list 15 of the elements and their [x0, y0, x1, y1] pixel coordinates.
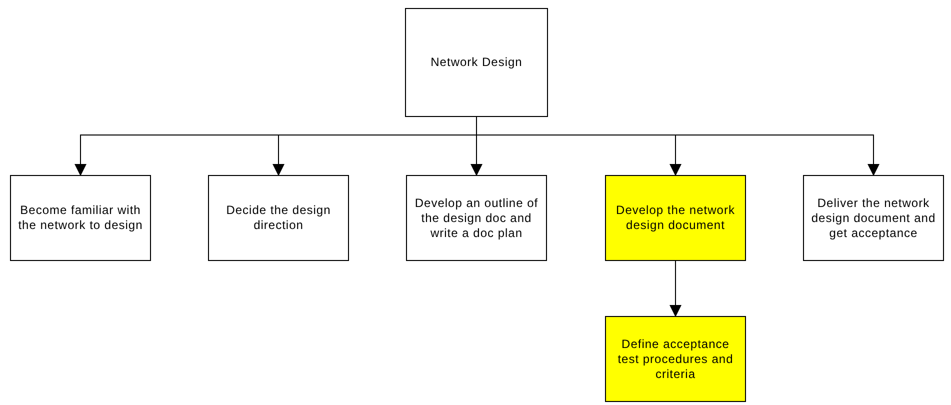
box-label: Define acceptance test procedures and criteria	[616, 336, 734, 382]
process-box	[208, 175, 349, 261]
box-label: Develop the network design document	[615, 203, 736, 233]
process-box	[405, 8, 548, 117]
process-box	[605, 316, 746, 402]
arrow	[670, 260, 682, 317]
process-box	[605, 175, 746, 261]
box-label: Deliver the network design document and get acceptance	[810, 196, 937, 240]
box-label: Network Design	[430, 55, 522, 70]
box-label: Become familiar with the network to design	[17, 203, 144, 233]
box-label: Decide the design direction	[225, 203, 332, 233]
box-label: Develop an outline of the design doc and write a doc plan	[414, 196, 540, 240]
process-box	[406, 175, 547, 261]
process-box	[10, 175, 151, 261]
process-box	[803, 175, 944, 261]
